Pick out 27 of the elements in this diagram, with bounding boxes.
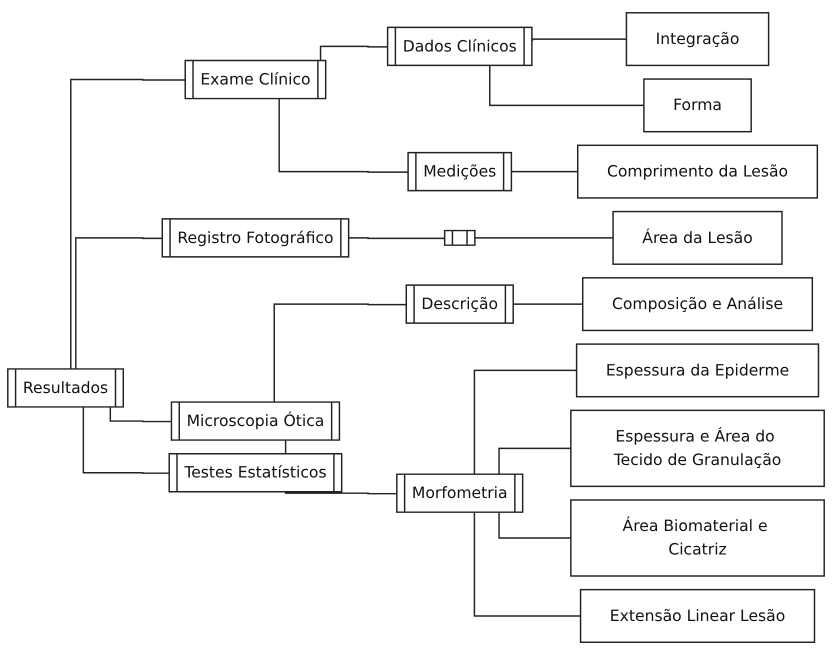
connector — [474, 370, 577, 476]
node-box: Composição e Análise — [582, 278, 814, 332]
node-box: Área Biomaterial e Cicatriz — [570, 500, 825, 578]
connector — [110, 408, 172, 423]
connector — [82, 408, 170, 474]
connector — [70, 79, 186, 370]
connector — [489, 66, 644, 107]
node-box: Área da Lesão — [612, 211, 783, 266]
connector — [320, 46, 388, 62]
connector — [274, 304, 407, 404]
connector — [474, 513, 581, 618]
connector — [512, 304, 583, 306]
node-box: Forma — [643, 78, 752, 133]
connector — [75, 238, 163, 370]
connector — [348, 238, 446, 240]
connector — [498, 513, 571, 540]
node-box — [444, 230, 476, 246]
node-box: Espessura e Área do Tecido de Granulação — [570, 410, 825, 488]
connector — [474, 238, 614, 240]
node-box: Comprimento da Lesão — [577, 145, 818, 200]
node-box: Extensão Linear Lesão — [580, 589, 816, 644]
connector — [278, 100, 409, 174]
connector — [511, 171, 578, 174]
node-box: Espessura da Epiderme — [576, 344, 820, 398]
connector — [498, 448, 571, 476]
connector — [532, 38, 626, 42]
node-box: Integração — [626, 12, 770, 67]
